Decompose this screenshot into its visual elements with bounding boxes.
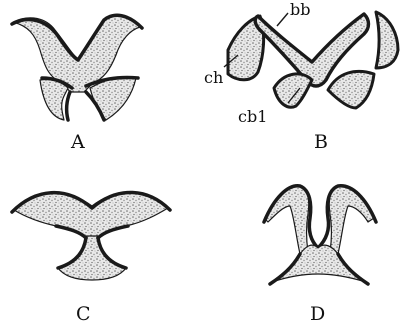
panel-b-callout-bb: bb — [290, 0, 310, 19]
panel-c-label: C — [76, 303, 91, 325]
panel-d-rim-line — [264, 186, 376, 248]
panel-d-right-arm — [329, 186, 374, 254]
panel-a: A — [12, 14, 142, 153]
panel-d-left-arm — [266, 186, 309, 254]
panel-b: bb ch cb1 B — [204, 0, 398, 153]
panel-a-lower-left-lobe — [40, 79, 68, 120]
panel-d-label: D — [310, 303, 325, 325]
panel-b-lower-left-cartilage — [274, 74, 312, 107]
panel-b-callout-bb-leader — [277, 13, 288, 26]
panel-b-callout-cb1: cb1 — [238, 107, 267, 126]
panel-b-label: B — [314, 131, 328, 153]
panel-b-callout-ch: ch — [204, 68, 223, 87]
panel-b-lower-right-cartilage — [328, 71, 374, 108]
panel-c-stem — [58, 236, 126, 280]
panel-a-label: A — [70, 131, 85, 153]
panel-c-upper-arch — [14, 193, 168, 238]
panel-d: D — [264, 186, 376, 325]
panel-d-base — [272, 245, 366, 282]
panel-a-lower-right-lobe — [90, 77, 136, 120]
panel-c: C — [12, 192, 170, 325]
panel-b-right-cartilage — [376, 12, 398, 68]
